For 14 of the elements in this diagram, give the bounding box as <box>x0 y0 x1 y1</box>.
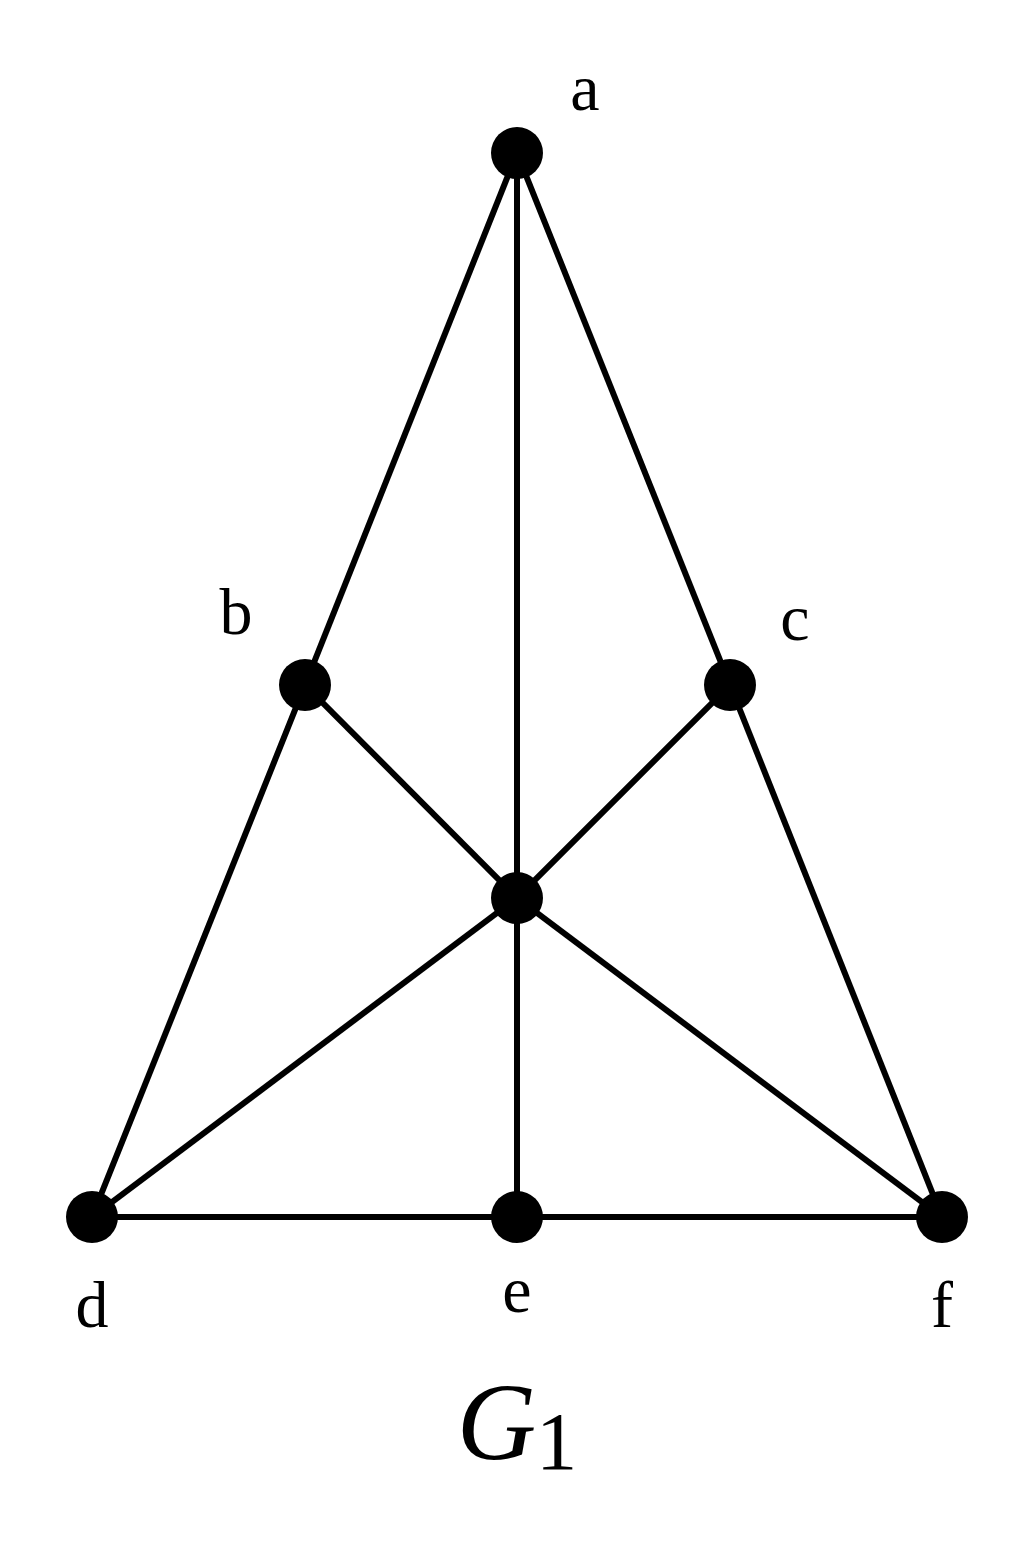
vertex-dot <box>66 1191 118 1243</box>
vertex-dot <box>491 1191 543 1243</box>
vertex-label: d <box>75 1272 109 1338</box>
vertex-label: a <box>570 55 600 121</box>
vertex-label: f <box>931 1272 953 1338</box>
vertex-label: b <box>219 579 253 645</box>
vertex-dot <box>491 872 543 924</box>
vertex-label: e <box>502 1257 532 1323</box>
vertex-dot <box>491 127 543 179</box>
vertex-dot <box>279 659 331 711</box>
vertex-dot <box>704 659 756 711</box>
graph-title: G$_{1}$ <box>456 1367 578 1483</box>
vertex-label: c <box>780 585 810 651</box>
vertex-dot <box>916 1191 968 1243</box>
